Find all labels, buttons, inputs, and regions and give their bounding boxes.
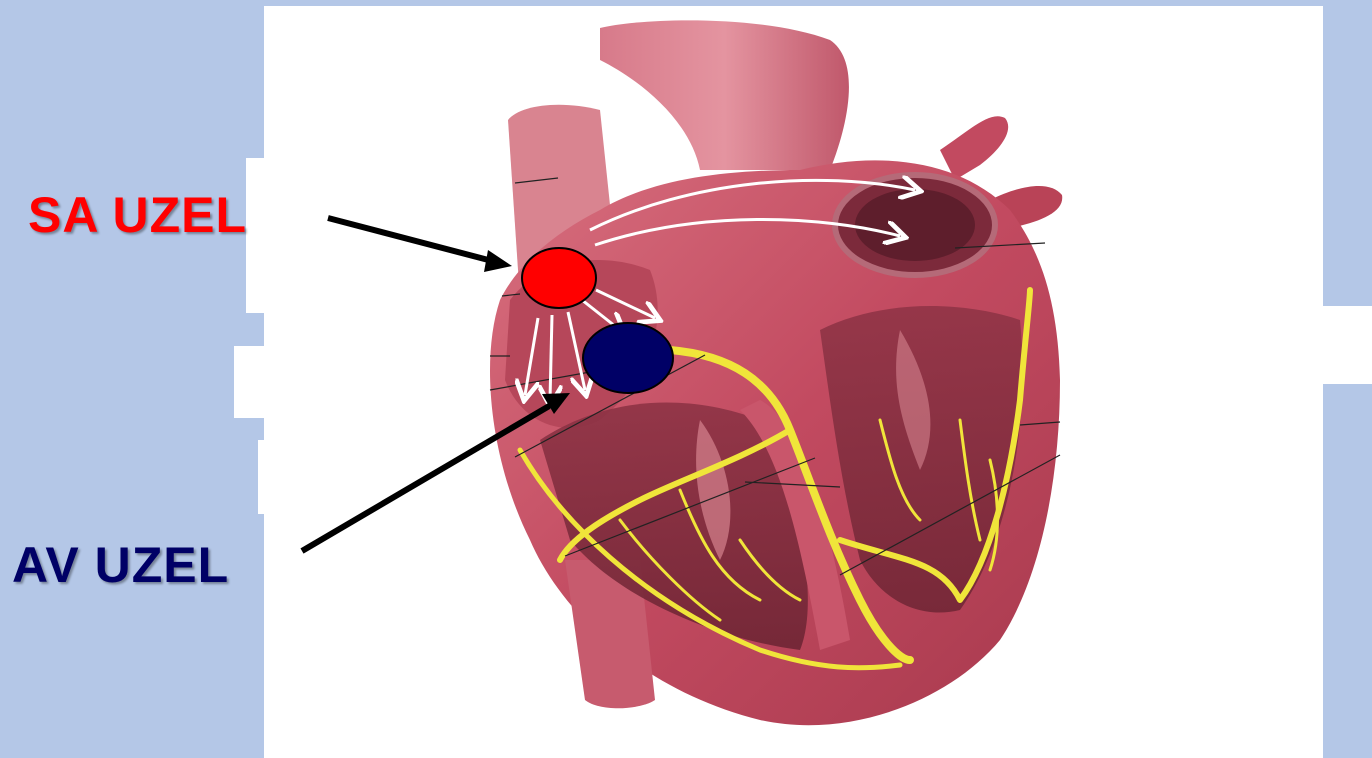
sa-node-label: SA UZEL (28, 186, 247, 244)
impulse-arrow-4 (550, 315, 552, 400)
pulmonary-artery-upper (940, 116, 1008, 180)
av-node-label: AV UZEL (12, 536, 229, 594)
sa-node-marker (522, 248, 596, 308)
heart-illustration (490, 20, 1062, 725)
sa-pointer-arrow (328, 218, 512, 272)
aorta (600, 20, 849, 170)
aortic-valve-inner (855, 189, 975, 261)
av-node-marker (583, 323, 673, 393)
